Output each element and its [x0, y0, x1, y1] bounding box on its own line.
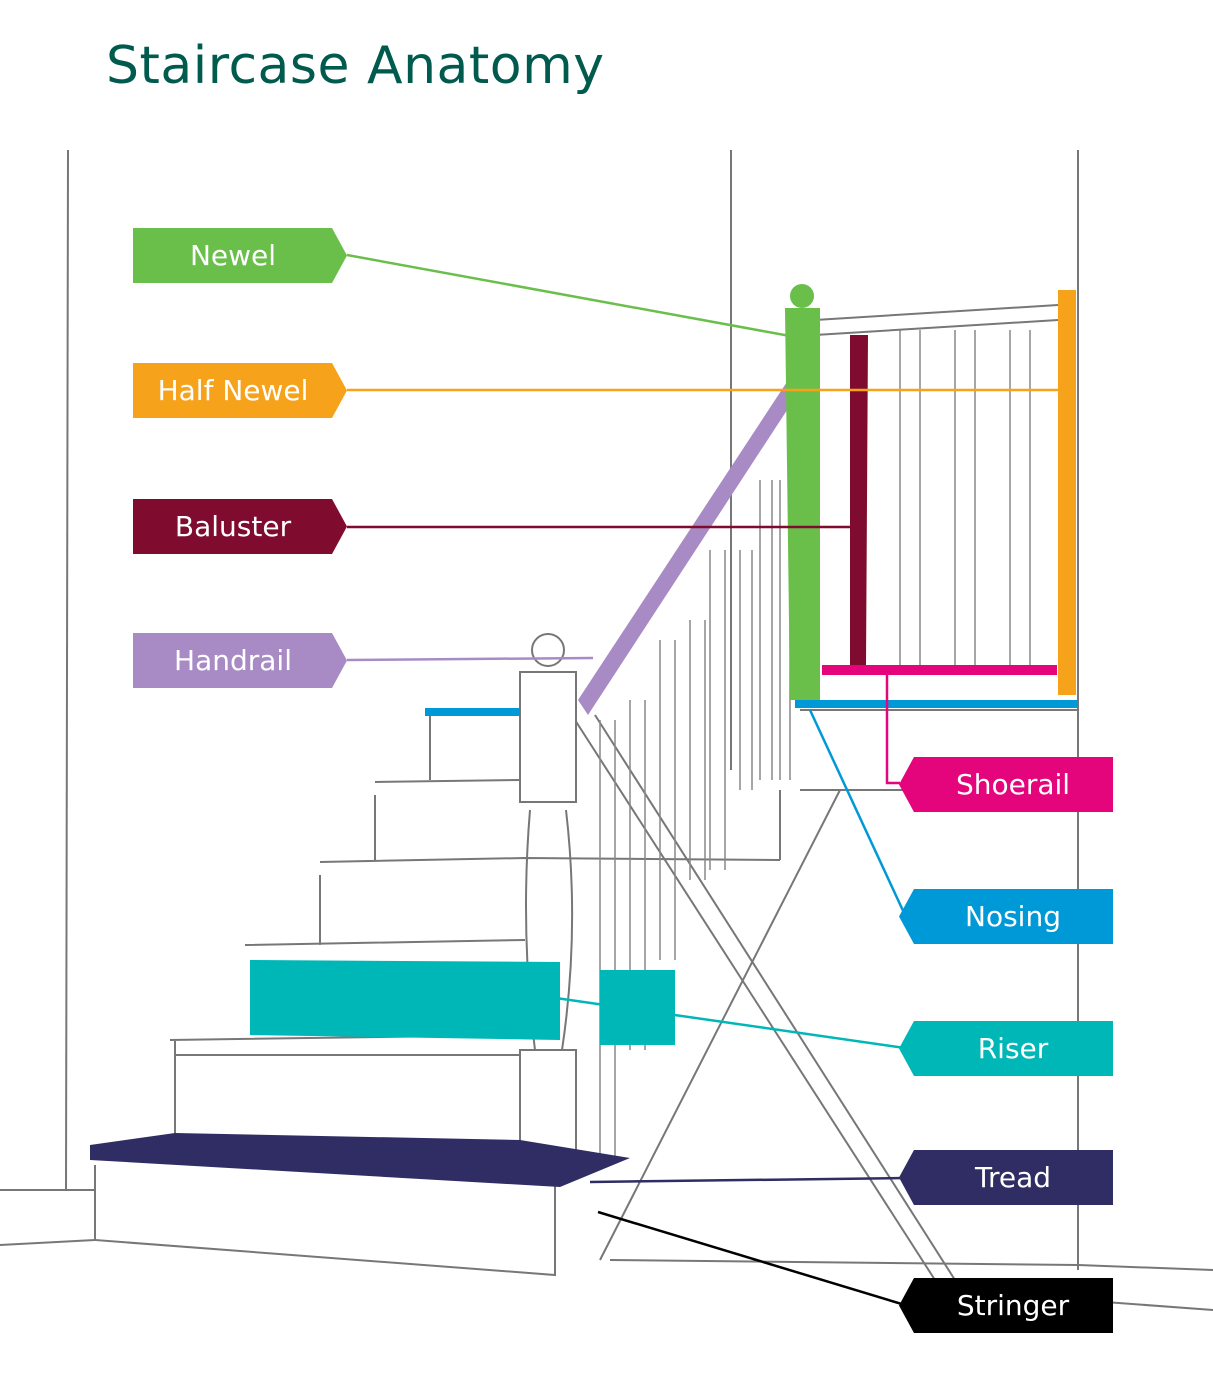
label-newel: Newel: [133, 228, 347, 283]
label-nosing: Nosing: [899, 889, 1113, 944]
label-baluster: Baluster: [133, 499, 347, 554]
label-shoerail: Shoerail: [899, 757, 1113, 812]
diagram-title: Staircase Anatomy: [106, 36, 605, 96]
label-half-newel: Half Newel: [133, 363, 347, 418]
label-tread: Tread: [899, 1150, 1113, 1205]
label-riser: Riser: [899, 1021, 1113, 1076]
label-handrail: Handrail: [133, 633, 347, 688]
label-stringer: Stringer: [899, 1278, 1113, 1333]
